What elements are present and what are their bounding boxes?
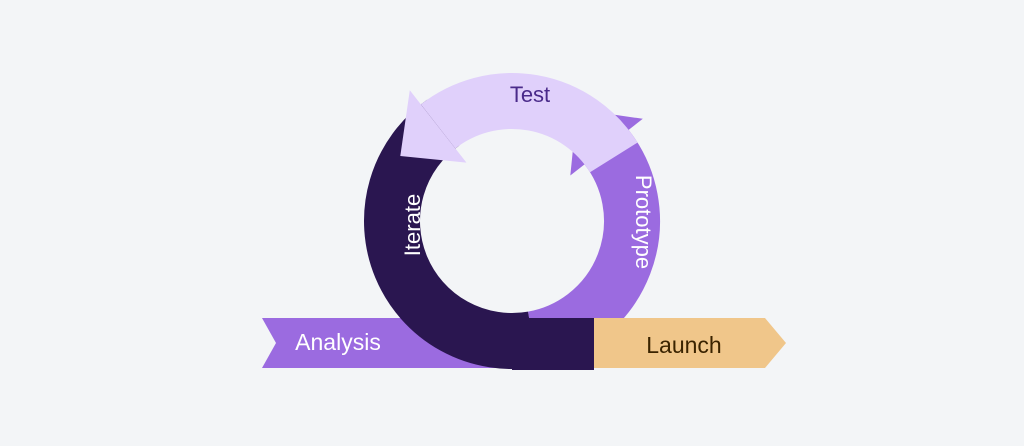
iterate-label: Iterate — [400, 194, 425, 256]
prototype-label: Prototype — [631, 175, 656, 269]
launch-label: Launch — [646, 332, 721, 358]
test-arc — [420, 73, 638, 173]
test-label: Test — [510, 82, 550, 107]
iterate-base — [512, 318, 594, 370]
test-arrowhead — [400, 90, 467, 163]
iterate-arc — [364, 99, 538, 369]
analysis-label: Analysis — [295, 329, 381, 355]
launch-ribbon — [594, 318, 786, 368]
